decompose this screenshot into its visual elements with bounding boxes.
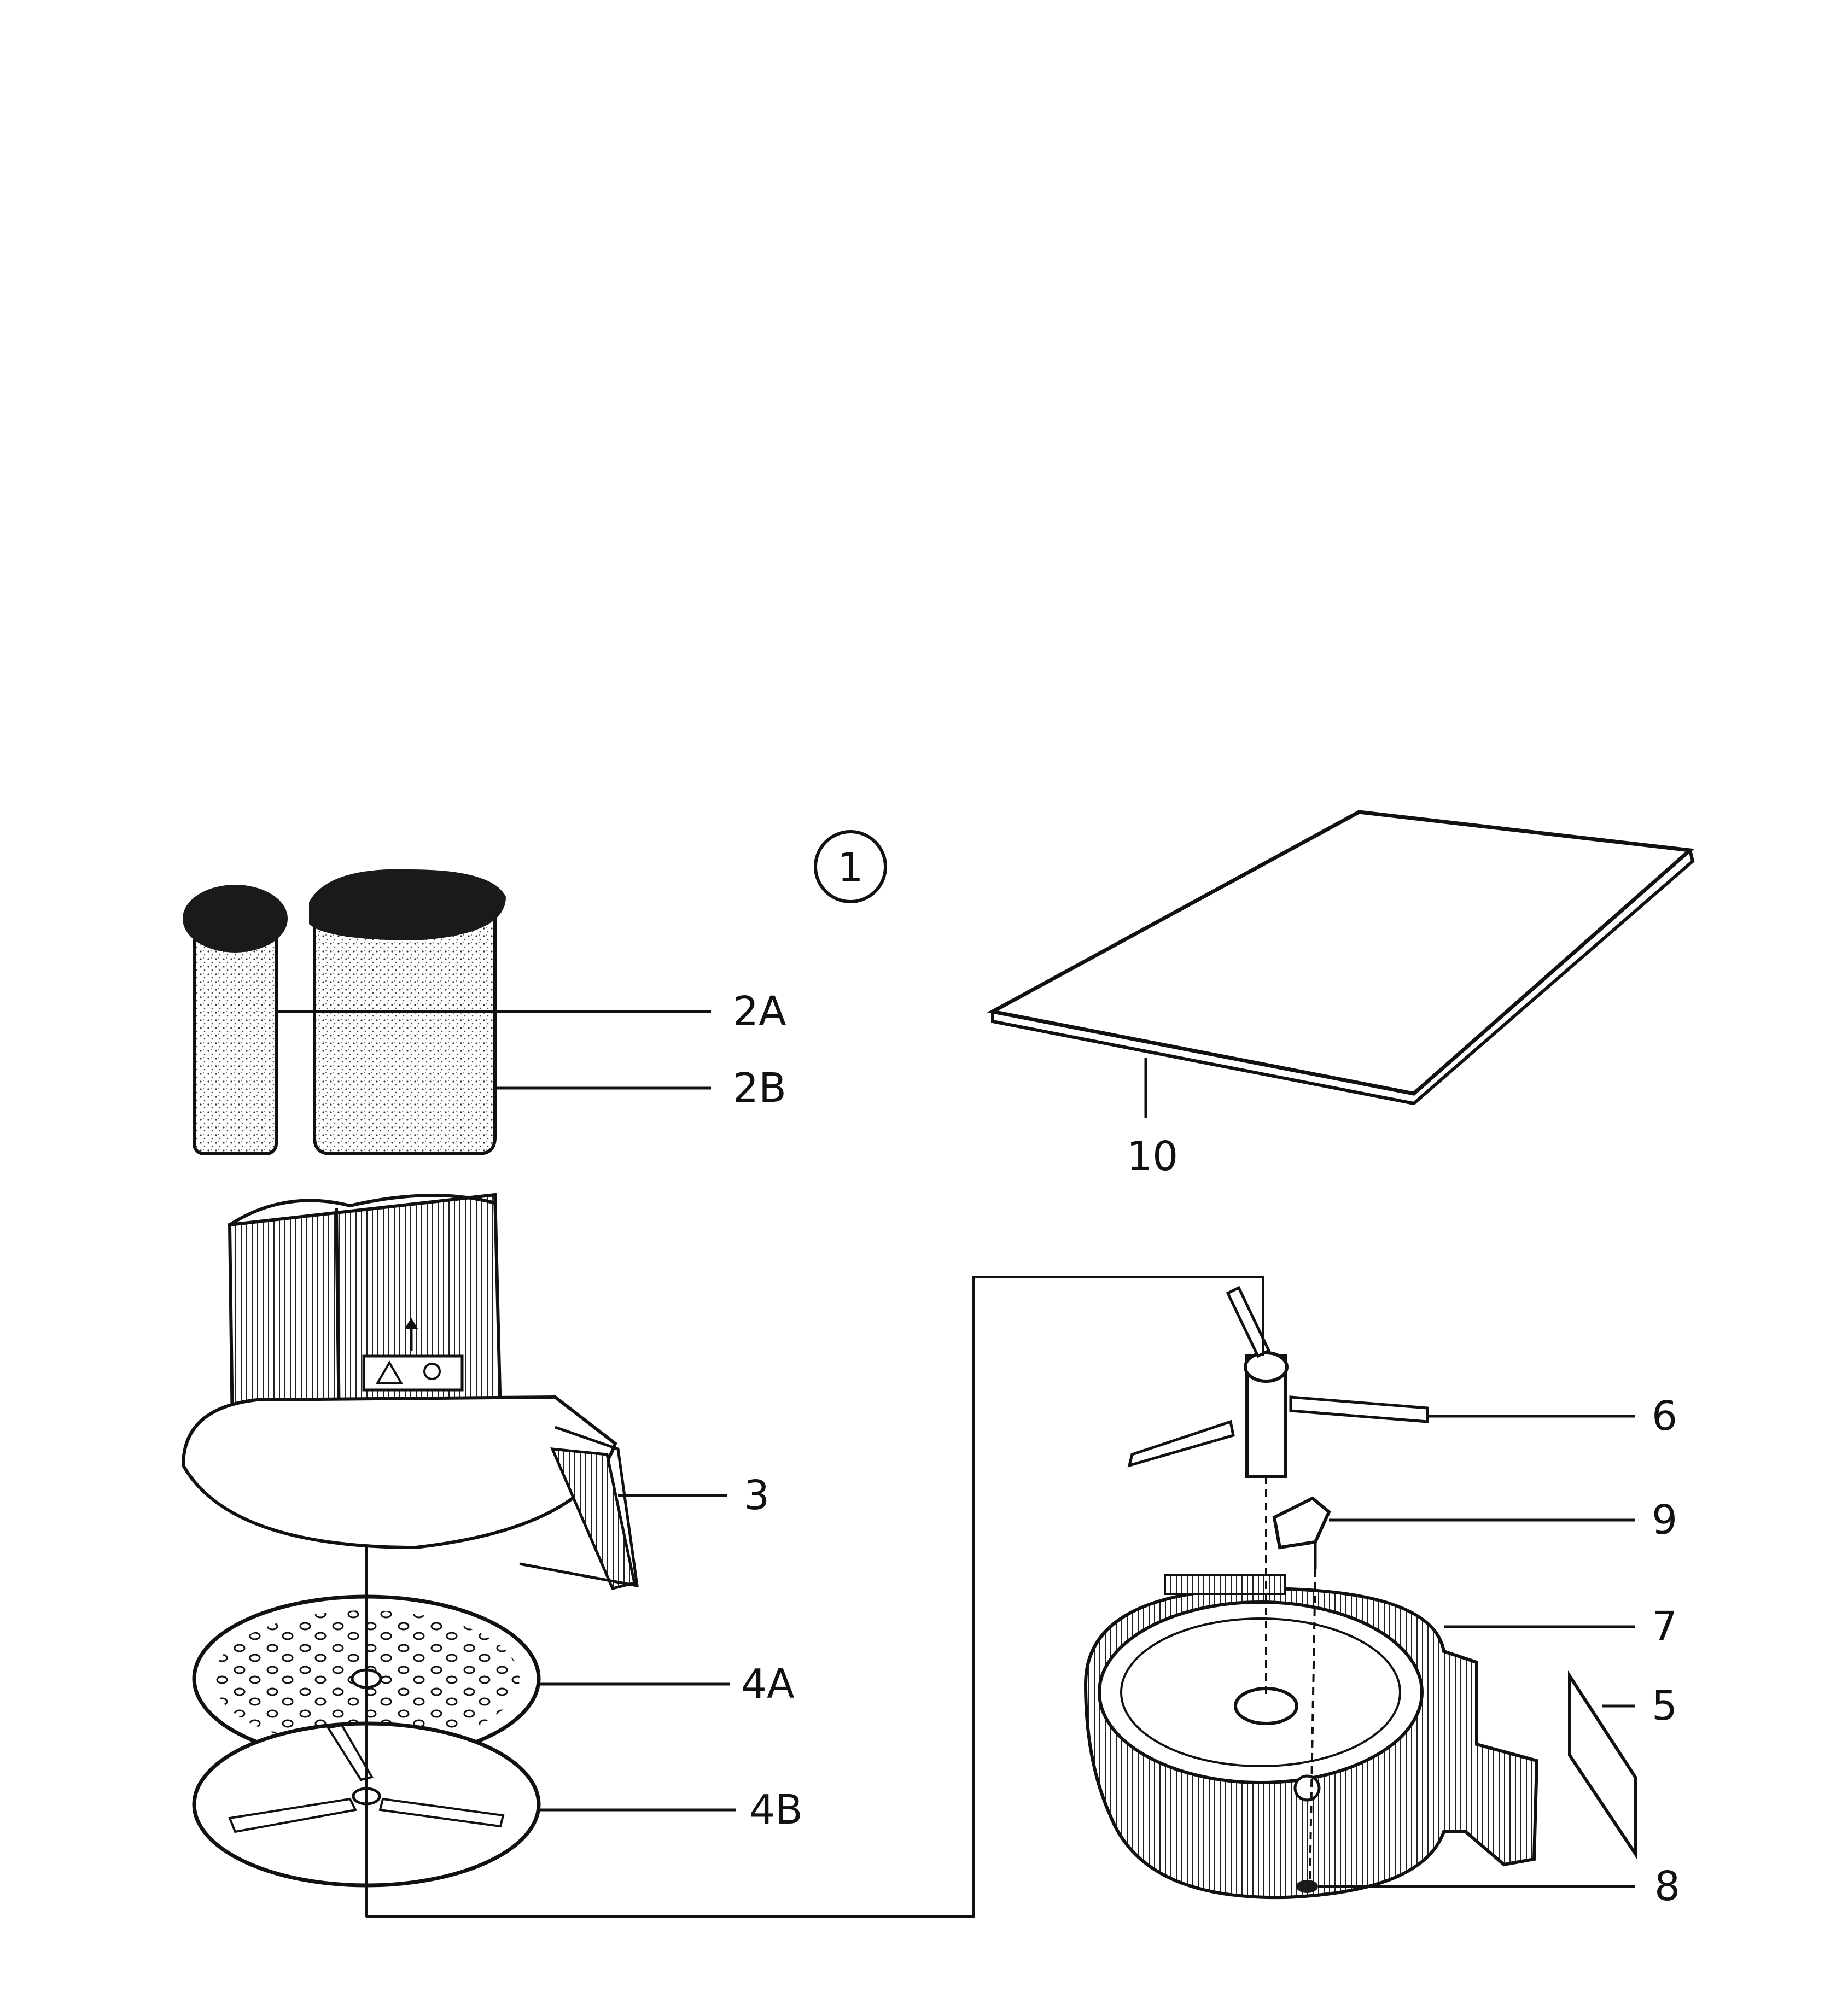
pusher-small-2a <box>183 885 288 1155</box>
spatula-5 <box>1568 1670 1637 1859</box>
figure-number: 1 <box>837 844 863 891</box>
callout-2b: 2B <box>733 1065 786 1112</box>
feed-chute-lid-3 <box>181 1193 639 1590</box>
instruction-booklet-10 <box>987 810 1695 1106</box>
callout-3: 3 <box>744 1472 769 1519</box>
callout-4a: 4A <box>741 1661 795 1708</box>
callout-2a: 2A <box>733 988 786 1035</box>
bowl-7 <box>1083 1574 1539 1900</box>
callout-7: 7 <box>1652 1603 1677 1650</box>
callout-5: 5 <box>1652 1682 1677 1730</box>
arrow-up-icon <box>405 1318 418 1351</box>
pusher-large-2b <box>309 869 506 1155</box>
figure-number-badge: 1 <box>814 830 887 903</box>
warning-label <box>362 1354 464 1392</box>
callout-6: 6 <box>1652 1393 1677 1440</box>
leader-lines <box>276 1010 1635 1888</box>
callout-8: 8 <box>1654 1863 1680 1910</box>
callout-labels: 2A 2B 3 4A 4B 10 6 9 7 5 8 <box>733 988 1680 1910</box>
blade-assembly-6 <box>1127 1286 1429 1478</box>
coupling-key-9 <box>1272 1496 1331 1569</box>
callout-4b: 4B <box>749 1786 803 1833</box>
callout-9: 9 <box>1652 1497 1677 1544</box>
washer-8 <box>1296 1880 1318 1893</box>
warning-triangle-icon <box>375 1360 404 1384</box>
assembly-lines <box>365 1276 1316 1918</box>
callout-10: 10 <box>1127 1133 1178 1180</box>
